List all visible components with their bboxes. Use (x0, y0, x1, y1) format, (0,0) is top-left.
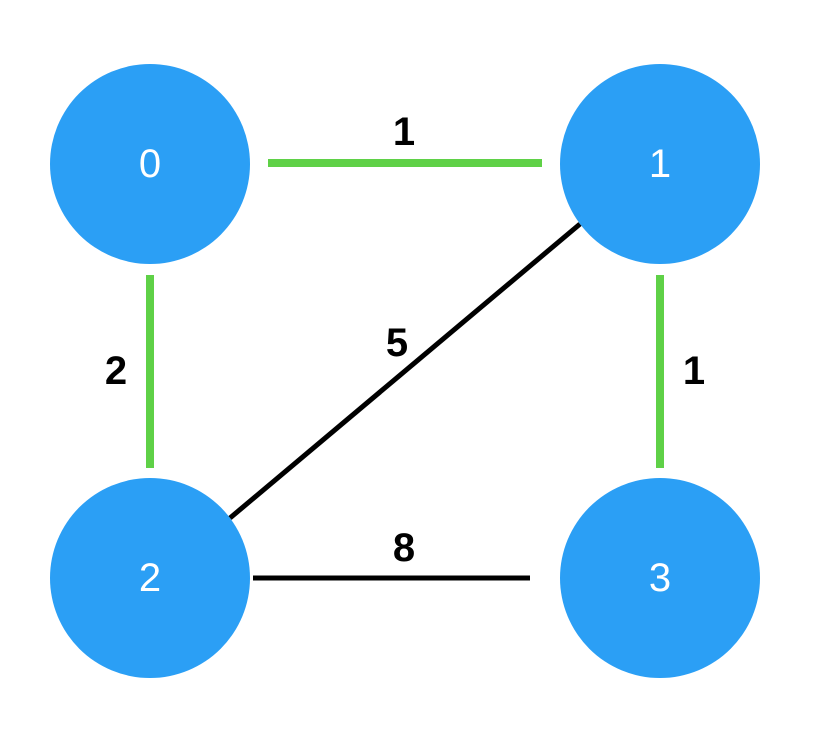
graph-node-0[interactable]: 0 (50, 64, 250, 264)
edge-weight-label-2-3: 8 (393, 526, 415, 570)
graph-node-1[interactable]: 1 (560, 64, 760, 264)
edges-layer (146, 159, 664, 581)
edge-weight-label-0-1: 1 (393, 110, 415, 154)
node-circle-1[interactable] (560, 64, 760, 264)
node-circle-0[interactable] (50, 64, 250, 264)
graph-edge-1-2[interactable] (228, 222, 582, 520)
graph-node-3[interactable]: 3 (560, 478, 760, 678)
graph-node-2[interactable]: 2 (50, 478, 250, 678)
nodes-layer: 0 1 2 3 (50, 64, 760, 678)
node-circle-3[interactable] (560, 478, 760, 678)
node-circle-2[interactable] (50, 478, 250, 678)
edge-weight-label-1-3: 1 (683, 349, 705, 393)
edge-weight-label-0-2: 2 (105, 349, 127, 393)
edge-weight-label-1-2: 5 (386, 321, 408, 365)
